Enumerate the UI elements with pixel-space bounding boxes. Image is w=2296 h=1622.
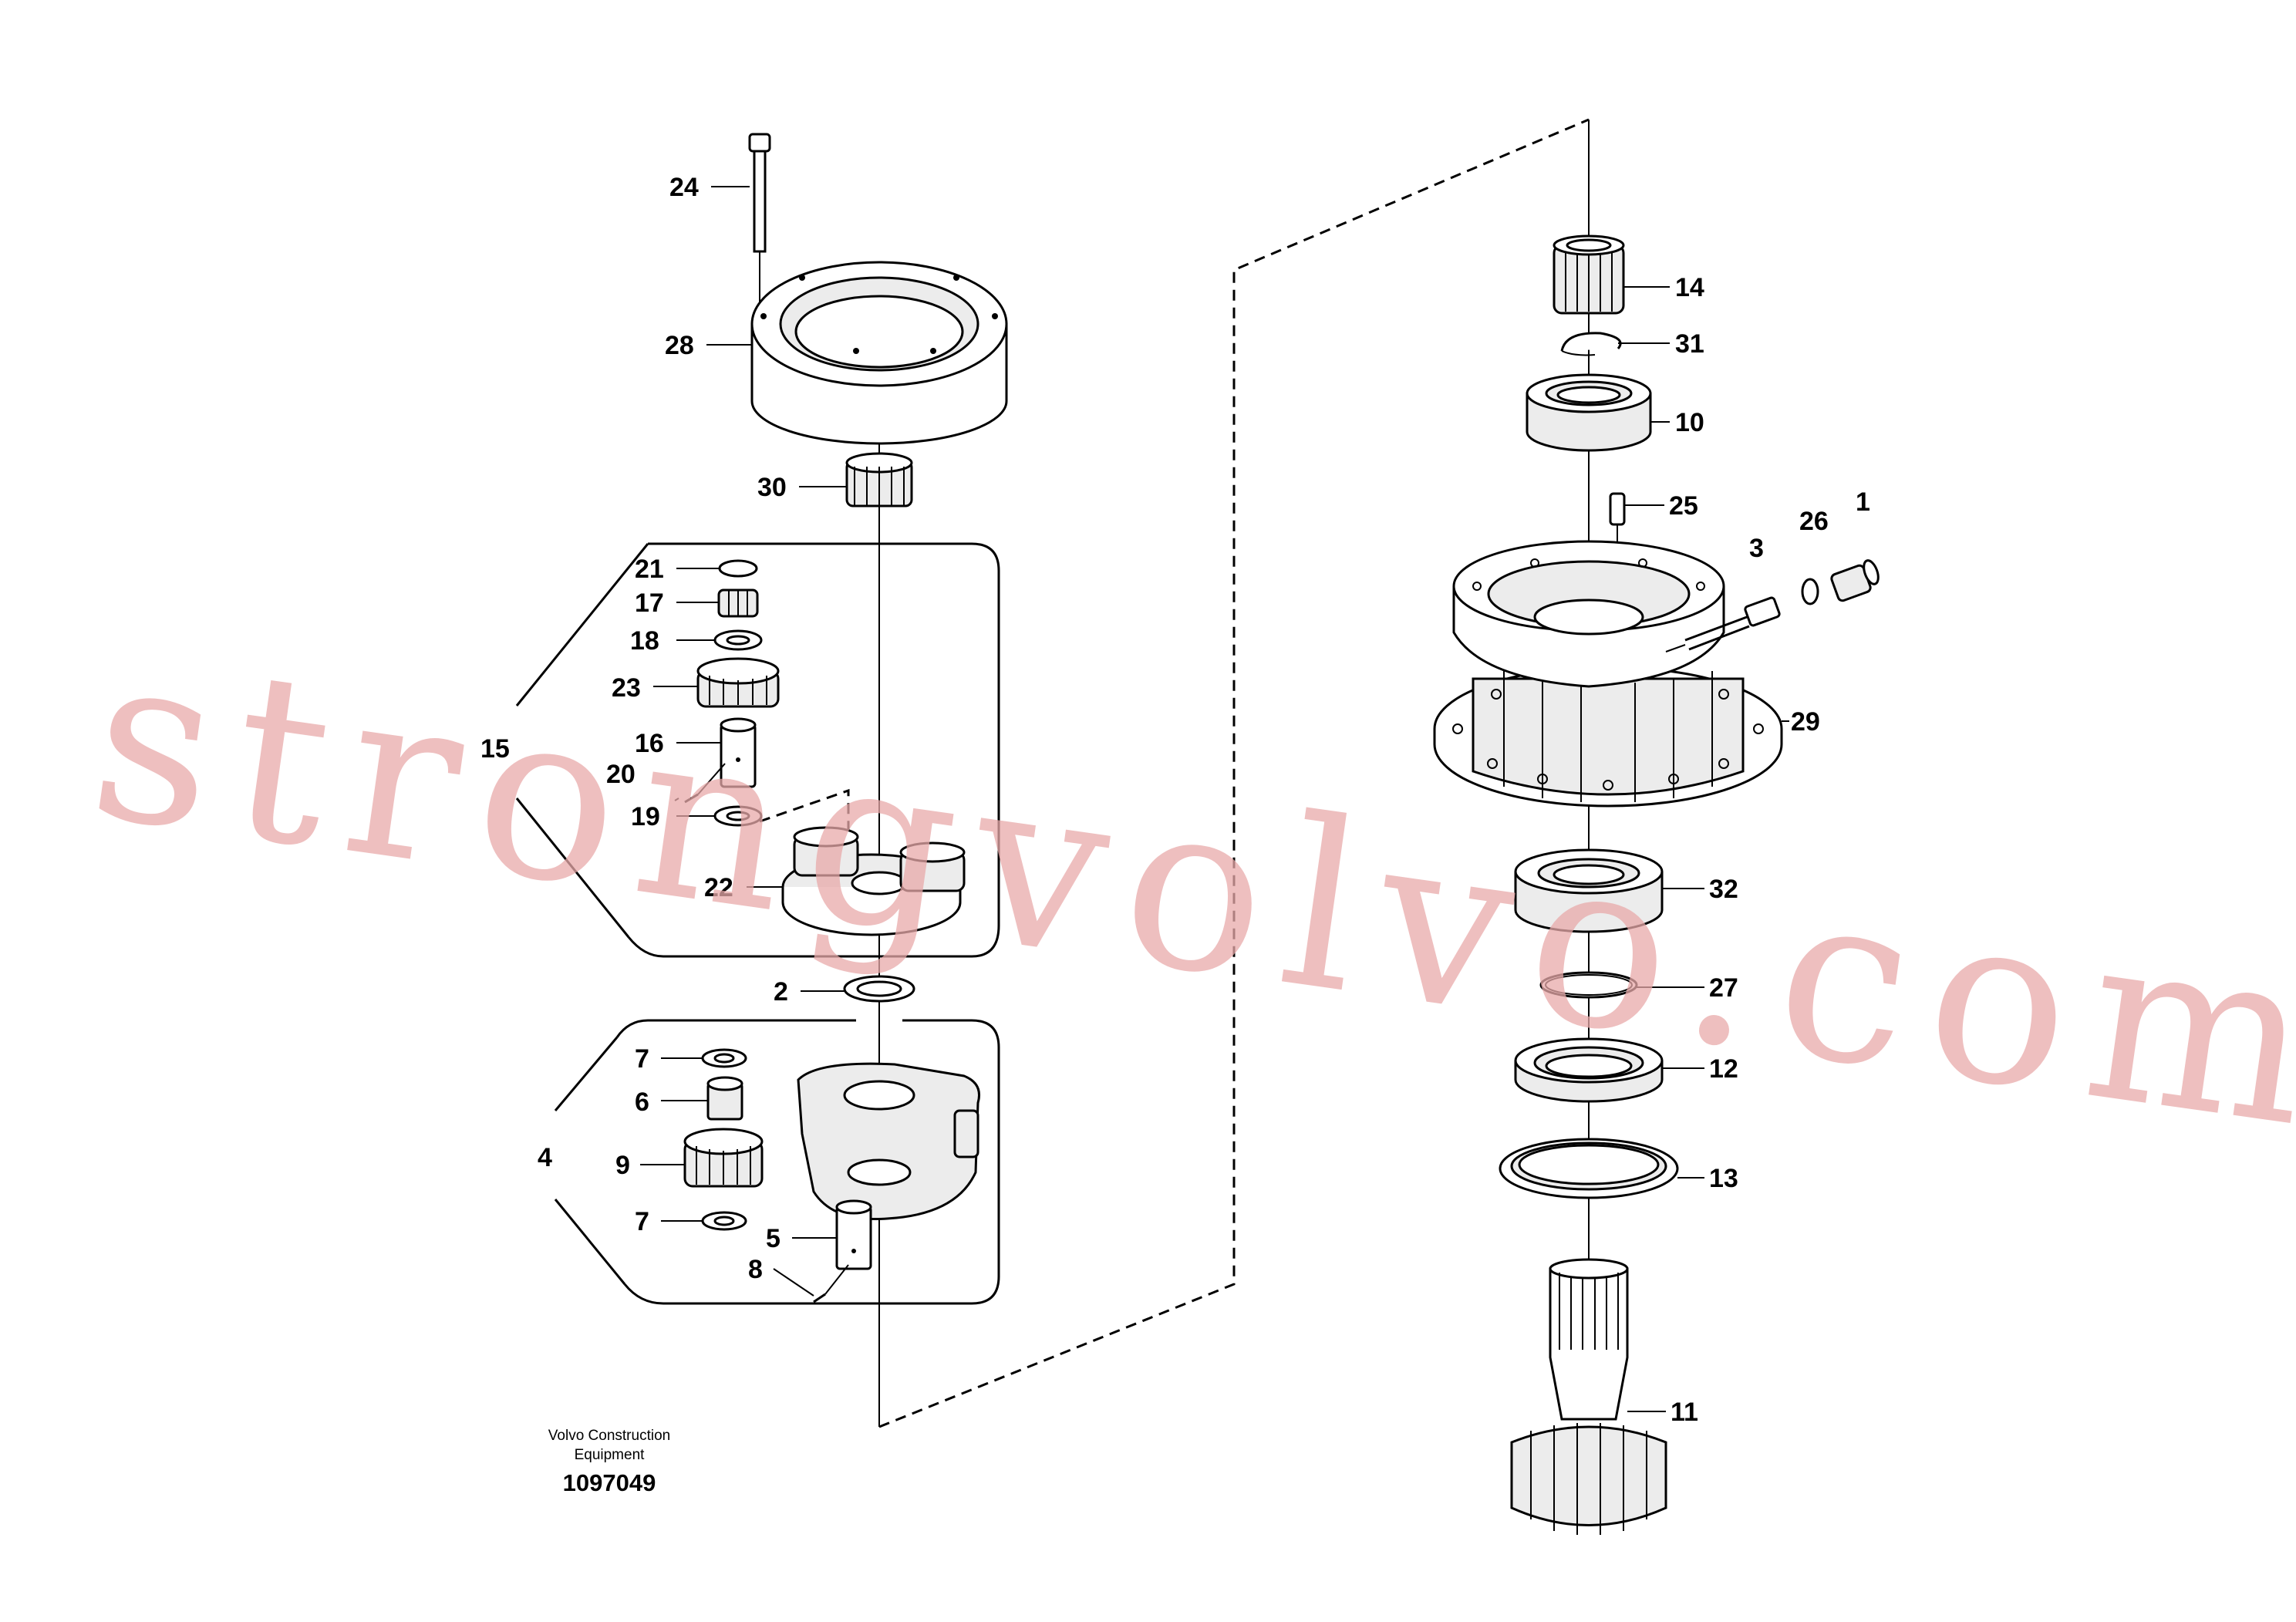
callout-32: 32 xyxy=(1709,875,1738,904)
part-26-seal-washer xyxy=(1801,578,1819,605)
part-27-o-ring xyxy=(1539,971,1638,999)
drawing-caption: Volvo Construction Equipment 1097049 xyxy=(548,1428,670,1496)
part-21-snap-ring xyxy=(718,559,758,578)
caption-company-line1: Volvo Construction xyxy=(548,1428,670,1444)
part-31-snap-ring xyxy=(1560,332,1622,356)
callout-5: 5 xyxy=(766,1224,781,1253)
right-assembly xyxy=(1433,231,1880,1535)
callout-24: 24 xyxy=(669,173,699,202)
part-18-thrust-washer xyxy=(713,629,763,651)
part-32-roller-bearing xyxy=(1514,848,1664,933)
part-29-housing xyxy=(1433,540,1783,808)
part-30-sun-gear xyxy=(845,452,913,508)
left-assembly xyxy=(515,133,1008,1427)
callout-19: 19 xyxy=(631,802,660,831)
callout-6: 6 xyxy=(635,1088,649,1117)
part-1-plug xyxy=(1830,559,1880,602)
callout-27: 27 xyxy=(1709,973,1738,1003)
part-5-pin xyxy=(835,1199,872,1270)
callout-22: 22 xyxy=(704,873,733,902)
callout-3: 3 xyxy=(1749,534,1764,563)
callout-12: 12 xyxy=(1709,1054,1738,1084)
part-19-thrust-washer xyxy=(713,805,763,827)
callout-18: 18 xyxy=(630,626,659,656)
part-7-upper-thrust-washer xyxy=(701,1048,747,1068)
callout-11: 11 xyxy=(1671,1398,1698,1427)
part-23-planet-gear xyxy=(696,657,780,708)
part-9-planet-gear xyxy=(683,1128,764,1188)
callout-8: 8 xyxy=(748,1255,763,1284)
part-17-needle-bearing xyxy=(717,588,759,618)
part-14-pinion-gear xyxy=(1553,234,1625,315)
callout-28: 28 xyxy=(665,331,694,360)
callout-10: 10 xyxy=(1675,408,1704,437)
callout-labels: 24 28 30 21 17 18 23 16 15 20 19 22 2 7 … xyxy=(480,173,1870,1427)
callout-17: 17 xyxy=(635,588,664,618)
part-12-oil-seal xyxy=(1514,1037,1664,1103)
callout-15: 15 xyxy=(480,734,510,764)
callout-1: 1 xyxy=(1856,487,1870,517)
callout-30: 30 xyxy=(757,473,787,502)
callout-7-lower: 7 xyxy=(635,1207,649,1236)
callout-26: 26 xyxy=(1799,507,1829,536)
part-10-roller-bearing xyxy=(1526,373,1652,452)
planet-carrier-housing xyxy=(797,1062,980,1221)
callout-9: 9 xyxy=(615,1151,630,1180)
callout-4: 4 xyxy=(538,1143,552,1172)
callout-2: 2 xyxy=(774,977,788,1007)
callout-7-upper: 7 xyxy=(635,1044,649,1074)
caption-drawing-number: 1097049 xyxy=(563,1469,656,1496)
callout-21: 21 xyxy=(635,555,664,584)
part-6-bushing xyxy=(706,1076,743,1121)
watermark: strongvolvo.com xyxy=(78,601,2296,1181)
part-11-pinion-shaft xyxy=(1510,1258,1667,1535)
callout-31: 31 xyxy=(1675,329,1704,359)
callout-14: 14 xyxy=(1675,273,1704,302)
group-15-frame xyxy=(627,542,1000,958)
part-28-ring-gear xyxy=(750,261,1008,445)
part-20-spring-pin xyxy=(684,763,726,804)
callout-20: 20 xyxy=(606,760,636,789)
part-8-spring-pin xyxy=(813,1264,849,1303)
leader-lines xyxy=(640,186,1789,1412)
part-16-pin xyxy=(720,717,757,788)
group-4-frame xyxy=(623,1019,1000,1305)
assembly-connector-dashed-lines xyxy=(878,118,1590,1428)
callout-29: 29 xyxy=(1791,707,1820,737)
caption-company-line2: Equipment xyxy=(575,1447,646,1463)
callout-13: 13 xyxy=(1709,1164,1738,1193)
callout-23: 23 xyxy=(612,673,641,703)
part-3-fitting xyxy=(1665,596,1781,653)
part-2-thrust-ring xyxy=(843,975,915,1003)
watermark-text: strongvolvo.com xyxy=(78,601,2296,1181)
callout-25: 25 xyxy=(1669,491,1698,521)
part-13-seal-ring xyxy=(1499,1138,1679,1199)
part-24-bolt xyxy=(748,133,771,309)
part-7-lower-thrust-washer xyxy=(701,1211,747,1231)
callout-16: 16 xyxy=(635,729,664,758)
